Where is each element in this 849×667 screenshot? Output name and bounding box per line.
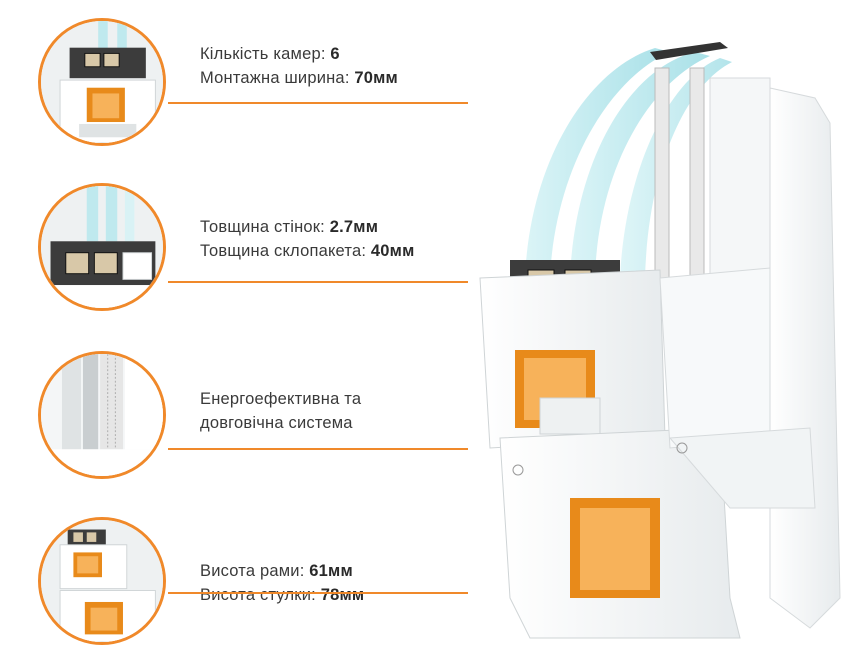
feature-label: Енергоефективна та (200, 390, 362, 408)
feature-line: Товщина склопакета: 40мм (200, 239, 414, 263)
feature-text: Висота рами: 61мм Висота стулки: 78мм (200, 559, 364, 607)
feature-value: 6 (330, 45, 340, 63)
connector-line (168, 281, 468, 283)
profile-detail-image (41, 21, 163, 143)
feature-label: Кількість камер: (200, 45, 331, 63)
feature-chambers: Кількість камер: 6 Монтажна ширина: 70мм (0, 18, 470, 158)
detail-circle-energy (38, 351, 166, 479)
feature-thickness: Товщина стінок: 2.7мм Товщина склопакета… (0, 183, 470, 323)
feature-label: Висота стулки: (200, 586, 321, 604)
feature-height: Висота рами: 61мм Висота стулки: 78мм (0, 517, 470, 657)
feature-line: Монтажна ширина: 70мм (200, 66, 398, 90)
feature-line: Енергоефективна та (200, 387, 361, 411)
feature-value: 2.7мм (329, 218, 379, 236)
feature-line: довговічна система (200, 411, 361, 435)
feature-value: 40мм (370, 242, 415, 260)
feature-text: Товщина стінок: 2.7мм Товщина склопакета… (200, 215, 414, 263)
feature-line: Товщина стінок: 2.7мм (200, 215, 414, 239)
connector-line (168, 448, 468, 450)
detail-circle-chambers (38, 18, 166, 146)
detail-circle-height (38, 517, 166, 645)
feature-line: Висота стулки: 78мм (200, 583, 364, 607)
feature-energy: Енергоефективна та довговічна система (0, 351, 470, 491)
feature-label: Товщина стінок: (200, 218, 330, 236)
feature-value: 78мм (320, 586, 365, 604)
feature-line: Висота рами: 61мм (200, 559, 364, 583)
window-profile-image (479, 42, 841, 639)
feature-label: довговічна система (200, 414, 353, 432)
feature-label: Товщина склопакета: (200, 242, 371, 260)
detail-circle-thickness (38, 183, 166, 311)
window-profile-illustration (470, 38, 849, 667)
connector-line (168, 592, 468, 594)
feature-label: Висота рами: (200, 562, 310, 580)
feature-value: 61мм (309, 562, 353, 580)
feature-text: Енергоефективна та довговічна система (200, 387, 361, 435)
feature-text: Кількість камер: 6 Монтажна ширина: 70мм (200, 42, 398, 90)
profile-detail-image (41, 354, 163, 476)
feature-line: Кількість камер: 6 (200, 42, 398, 66)
feature-label: Монтажна ширина: (200, 69, 355, 87)
feature-value: 70мм (354, 69, 398, 87)
profile-detail-image (41, 186, 163, 308)
connector-line (168, 102, 468, 104)
profile-detail-image (41, 520, 163, 642)
